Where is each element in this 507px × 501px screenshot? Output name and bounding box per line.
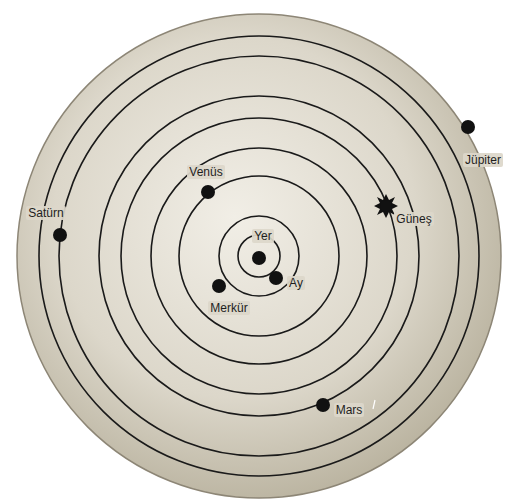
sky-disc xyxy=(17,14,501,498)
planet-label: Jüpiter xyxy=(463,153,503,167)
planet-dots xyxy=(53,120,475,412)
planet-label: Satürn xyxy=(26,206,65,220)
planet-label: Venüs xyxy=(187,165,224,179)
planet-label: Merkür xyxy=(208,301,249,315)
small-mark xyxy=(373,400,375,409)
orbit-rings xyxy=(39,36,479,476)
planet-label: Yer xyxy=(252,229,274,243)
planet-label: Güneş xyxy=(394,212,433,226)
planet-label: Ay xyxy=(287,276,305,290)
planet-label: Mars xyxy=(334,403,365,417)
